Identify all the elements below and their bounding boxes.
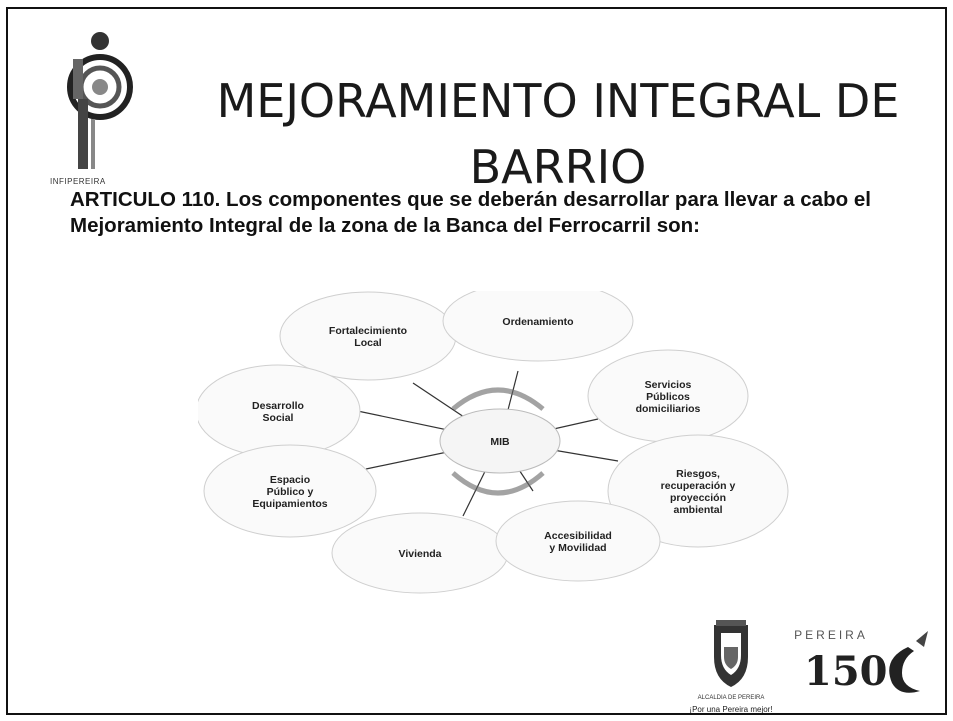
slide-title: MEJORAMIENTO INTEGRAL DE BARRIO xyxy=(178,68,938,200)
infipereira-logo xyxy=(67,32,133,169)
node-label: Accesibilidad xyxy=(544,530,612,542)
node-label: Vivienda xyxy=(399,548,442,560)
node-ellipse xyxy=(203,444,377,538)
node-ellipse xyxy=(442,291,634,362)
node-label: Desarrollo xyxy=(252,400,304,412)
pereira-word: PEREIRA xyxy=(794,628,868,642)
cycle-arrow-icon xyxy=(451,387,545,411)
node-label: proyección xyxy=(670,492,726,504)
center-ellipse xyxy=(439,408,561,474)
center-node: MIB xyxy=(439,408,561,474)
slide: INFIPEREIRA MEJORAMIENTO INTEGRAL DE BAR… xyxy=(6,7,947,715)
node-label: Equipamientos xyxy=(252,498,327,510)
node-label: Servicios xyxy=(645,379,692,391)
logo-caption: INFIPEREIRA xyxy=(50,177,106,186)
component-node: Vivienda xyxy=(331,512,509,594)
node-ellipse xyxy=(607,434,789,548)
node-label: Riesgos, xyxy=(676,468,720,480)
alcaldia-caption: ALCALDIA DE PEREIRA xyxy=(698,695,765,701)
component-node: Ordenamiento xyxy=(442,291,634,362)
node-label: Local xyxy=(354,337,382,349)
node-label: y Movilidad xyxy=(549,542,606,554)
node-label: domiciliarios xyxy=(636,403,701,415)
node-label: Público y xyxy=(267,486,314,498)
node-label: Ordenamiento xyxy=(502,316,573,328)
node-label: Públicos xyxy=(646,391,690,403)
title-line-2: BARRIO xyxy=(469,139,647,194)
alcaldia-shield-icon xyxy=(714,620,748,687)
footer-logos: ALCALDIA DE PEREIRA ¡Por una Pereira mej… xyxy=(689,620,928,714)
node-label: Social xyxy=(263,412,294,424)
cycle-arrow-icon xyxy=(451,471,545,496)
node-label: recuperación y xyxy=(661,480,736,492)
node-ellipse xyxy=(495,500,661,582)
anniversary-number: 150 xyxy=(804,648,888,695)
node-label: Espacio xyxy=(270,474,310,486)
node-label: Fortalecimiento xyxy=(329,325,407,337)
center-label: MIB xyxy=(490,436,510,448)
title-line-1: MEJORAMIENTO INTEGRAL DE xyxy=(216,73,900,128)
component-node: Riesgos,recuperación yproyecciónambienta… xyxy=(607,434,789,548)
alcaldia-tagline: ¡Por una Pereira mejor! xyxy=(689,705,772,714)
article-text: ARTICULO 110. Los componentes que se deb… xyxy=(70,188,871,237)
node-label: ambiental xyxy=(673,504,722,516)
anniversary-mark-icon xyxy=(889,631,928,693)
